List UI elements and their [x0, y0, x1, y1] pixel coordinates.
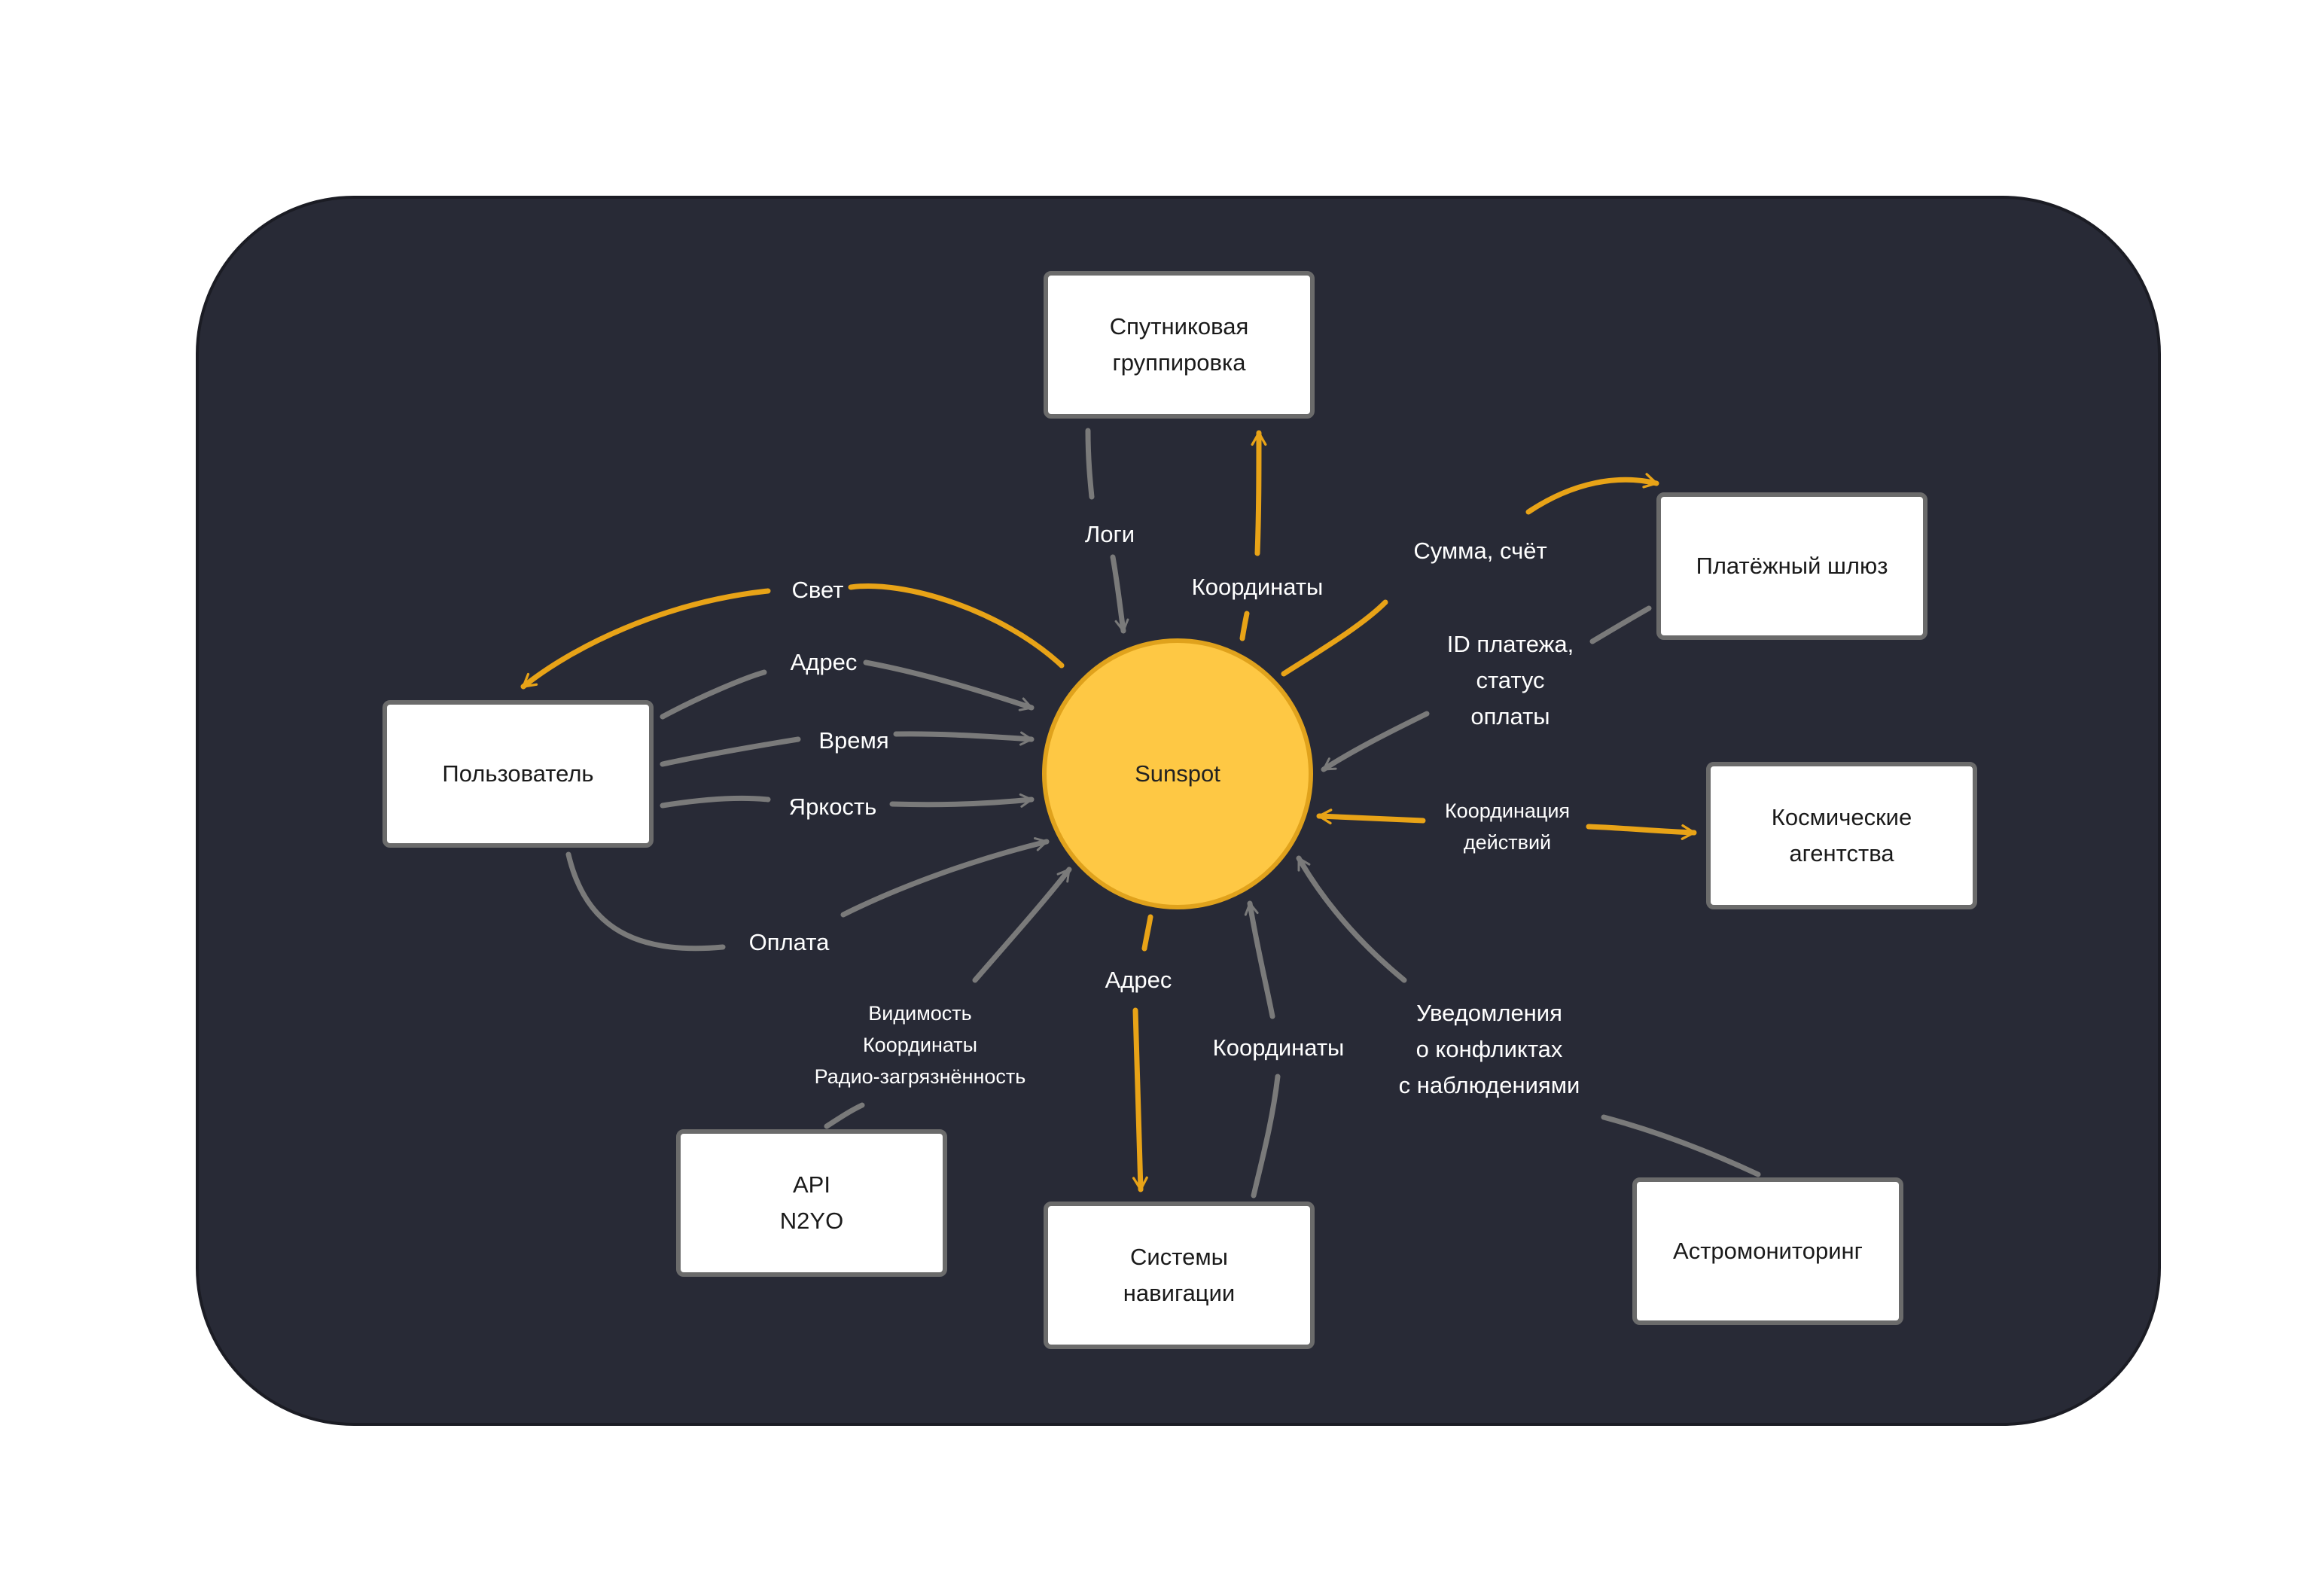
label-api-coordinates: Координаты: [862, 1034, 978, 1056]
node-space-agencies-line-2: агентства: [1789, 840, 1894, 867]
label-notifications-line-3: с наблюдениями: [1398, 1072, 1580, 1098]
label-address-navigation: Адрес: [1105, 967, 1172, 993]
label-payment-id-line-3: оплаты: [1470, 703, 1550, 729]
arrow-address-nav-head: [1132, 1007, 1148, 1192]
label-payment-id-line-1: ID платежа,: [1446, 631, 1574, 657]
arrow-address-user-head: [863, 659, 1035, 711]
label-api-visibility: Видимость: [868, 1002, 972, 1025]
label-coordination: Координация действий: [1445, 795, 1570, 858]
arrow-payment-id: [1589, 605, 1652, 644]
label-coordination-line-1: Координация: [1444, 800, 1571, 822]
arrow-light: [523, 583, 1065, 687]
arrow-address-nav: [1141, 914, 1153, 952]
label-time: Время: [818, 727, 889, 754]
arrow-notifications: [1601, 1114, 1761, 1177]
node-astromonitoring-label: Астромониторинг: [1673, 1238, 1863, 1264]
arrow-payment: [565, 851, 726, 952]
label-api-radio: Радио-загрязнённость: [814, 1065, 1026, 1088]
arrow-coordination-left: [1316, 809, 1426, 825]
arrow-logs: [1085, 428, 1095, 500]
arrow-coords-sat: [1239, 611, 1250, 641]
arrow-notifications-head: [1296, 855, 1407, 983]
hub-label: Sunspot: [1135, 760, 1220, 787]
arrow-payment-head: [840, 837, 1050, 918]
label-notifications: Уведомления о конфликтах с наблюдениями: [1399, 995, 1580, 1104]
arrow-brightness-head: [889, 793, 1035, 808]
node-user: Пользователь: [382, 700, 654, 848]
arrow-coords-nav-head: [1244, 900, 1275, 1019]
node-satellite-line-1: Спутниковая: [1109, 313, 1249, 340]
label-light: Свет: [791, 577, 844, 603]
node-space-agencies-line-1: Космические: [1771, 804, 1912, 830]
node-navigation-systems: Системы навигации: [1044, 1202, 1315, 1349]
node-api-line-2: N2YO: [779, 1208, 844, 1234]
label-payment-id-line-2: статус: [1476, 667, 1545, 693]
node-api-n2yo: API N2YO: [676, 1129, 947, 1277]
label-payment: Оплата: [748, 929, 830, 955]
arrow-logs-head: [1110, 554, 1129, 634]
arrow-sum-invoice: [1281, 599, 1388, 677]
label-notifications-line-1: Уведомления: [1416, 1000, 1562, 1026]
arrow-api-head: [972, 867, 1072, 983]
arrow-coords-nav: [1251, 1074, 1281, 1199]
node-space-agencies: Космические агентства: [1706, 762, 1977, 909]
node-astromonitoring: Астромониторинг: [1632, 1177, 1903, 1325]
label-brightness: Яркость: [788, 793, 877, 820]
label-address-user: Адрес: [790, 649, 858, 675]
arrow-time: [660, 736, 801, 767]
node-payment-gateway: Платёжный шлюз: [1656, 492, 1927, 640]
node-satellite-line-2: группировка: [1112, 349, 1246, 376]
label-coords-satellite: Координаты: [1191, 574, 1324, 600]
arrow-brightness: [660, 795, 771, 809]
node-navigation-line-2: навигации: [1123, 1280, 1236, 1306]
node-navigation-line-1: Системы: [1130, 1244, 1228, 1270]
arrow-api: [824, 1102, 865, 1129]
label-coordination-line-2: действий: [1463, 831, 1552, 854]
arrow-time-head: [893, 731, 1035, 746]
arrow-coords-sat-head: [1251, 430, 1267, 556]
label-sum-invoice: Сумма, счёт: [1413, 538, 1547, 564]
node-user-label: Пользователь: [442, 760, 594, 787]
arrow-coordination-right: [1586, 824, 1697, 840]
label-notifications-line-2: о конфликтах: [1415, 1036, 1563, 1062]
label-coords-navigation: Координаты: [1212, 1034, 1345, 1061]
node-payment-gateway-label: Платёжный шлюз: [1696, 553, 1888, 579]
label-api-data: Видимость Координаты Радио-загрязнённост…: [815, 998, 1026, 1092]
label-logs: Логи: [1084, 521, 1135, 547]
arrow-payment-id-head: [1321, 711, 1430, 772]
arrow-sum-invoice-head: [1525, 473, 1659, 515]
hub-sunspot: Sunspot: [1042, 638, 1313, 909]
node-satellite-constellation: Спутниковая группировка: [1044, 271, 1315, 419]
label-payment-id: ID платежа, статус оплаты: [1447, 626, 1574, 735]
node-api-line-1: API: [793, 1171, 830, 1198]
arrow-address-user: [660, 669, 767, 720]
